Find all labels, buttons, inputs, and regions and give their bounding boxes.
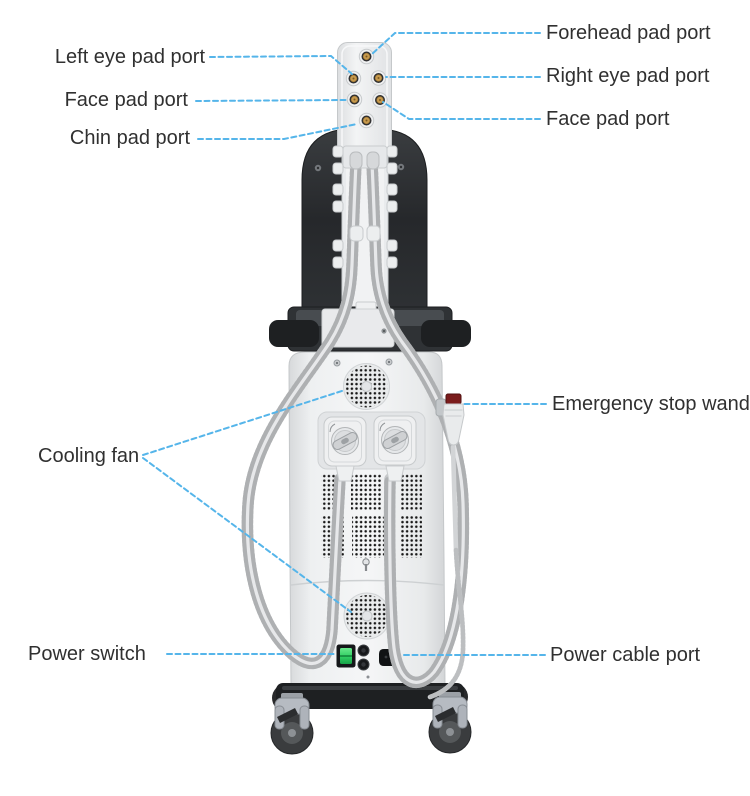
forehead-pad-port bbox=[358, 48, 375, 65]
label-face-pad-port-right: Face pad port bbox=[546, 108, 670, 130]
handle-right bbox=[421, 320, 471, 347]
emergency-stop-wand bbox=[427, 393, 466, 700]
hose-clips bbox=[332, 145, 398, 269]
cooling-fan-bottom bbox=[343, 592, 391, 640]
leader-cooling-fan-top bbox=[142, 389, 346, 456]
face-pad-port-left bbox=[346, 91, 363, 108]
label-face-pad-port-left: Face pad port bbox=[64, 89, 188, 111]
leader-face-pad-port-right bbox=[382, 101, 541, 120]
aux-ports bbox=[357, 644, 370, 671]
tower-body bbox=[288, 351, 446, 701]
face-pad-port-right bbox=[372, 92, 388, 108]
label-chin-pad-port: Chin pad port bbox=[69, 127, 190, 149]
label-forehead-pad-port: Forehead pad port bbox=[546, 22, 711, 44]
hose-connector-plate bbox=[317, 411, 426, 470]
label-power-cable-port: Power cable port bbox=[550, 644, 701, 666]
keyhole bbox=[362, 558, 370, 571]
label-left-eye-pad-port: Left eye pad port bbox=[54, 46, 205, 68]
leader-cooling-fan-bottom bbox=[142, 457, 352, 613]
hose-strain-reliefs bbox=[335, 465, 405, 482]
leader-left-eye-pad-port bbox=[209, 54, 353, 75]
caster-front-left bbox=[270, 693, 314, 755]
leader-chin-pad-port bbox=[197, 123, 358, 140]
pad-port-panel bbox=[337, 42, 392, 159]
label-right-eye-pad-port: Right eye pad port bbox=[546, 65, 710, 87]
hose-connector-left bbox=[323, 416, 367, 467]
power-switch bbox=[336, 644, 356, 668]
handle-left bbox=[269, 320, 319, 347]
right-eye-pad-port bbox=[370, 70, 387, 86]
hose-right bbox=[366, 157, 470, 689]
leader-forehead-pad-port bbox=[371, 32, 541, 55]
hose-left bbox=[241, 157, 362, 670]
treatment-hoses bbox=[241, 157, 470, 689]
label-emergency-stop-wand: Emergency stop wand bbox=[552, 393, 750, 415]
left-eye-pad-port bbox=[345, 70, 362, 87]
seat-platform bbox=[269, 301, 471, 352]
chin-pad-port bbox=[358, 112, 375, 129]
caster-front-right bbox=[428, 692, 472, 754]
cooling-fan-top bbox=[343, 363, 390, 410]
label-power-switch: Power switch bbox=[28, 643, 146, 665]
leader-face-pad-port-left bbox=[195, 99, 347, 102]
label-cooling-fan: Cooling fan bbox=[38, 445, 140, 467]
leader-lines bbox=[142, 32, 547, 656]
hose-connector-right bbox=[373, 415, 417, 466]
wand-red-tip bbox=[445, 393, 462, 405]
paddle-hose-block bbox=[342, 145, 388, 170]
